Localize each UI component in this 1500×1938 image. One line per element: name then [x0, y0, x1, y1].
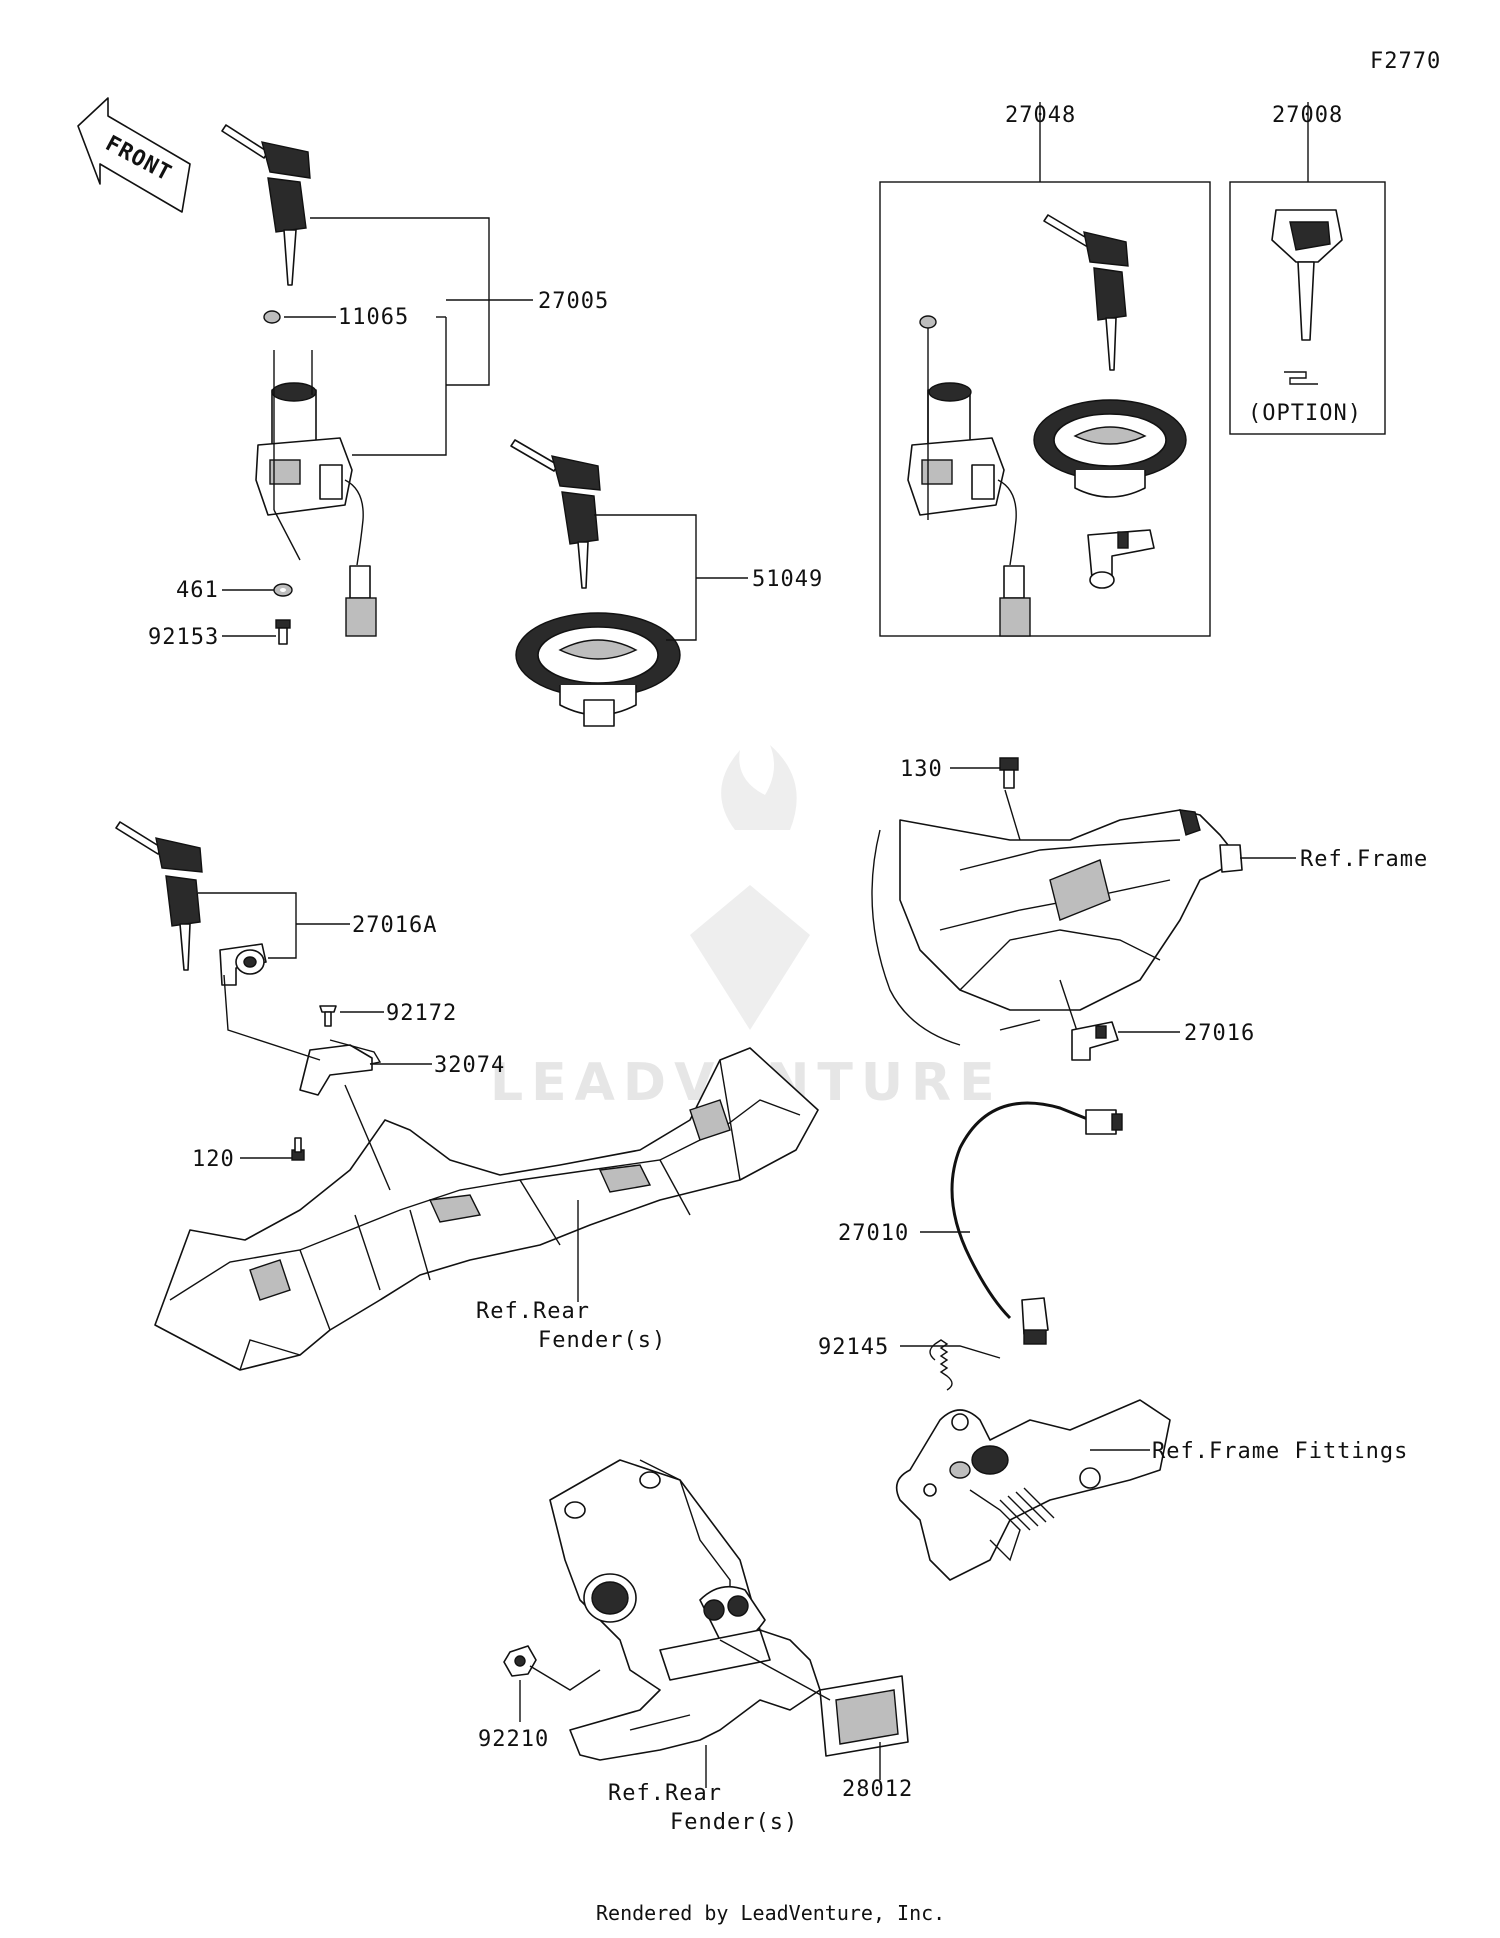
- option-label: (OPTION): [1248, 401, 1362, 426]
- callout-27008: 27008: [1272, 103, 1343, 128]
- ref-rear-fender-2-line1: Ref.Rear: [608, 1781, 722, 1806]
- ref-rear-fender-1-line2: Fender(s): [538, 1328, 666, 1353]
- watermark-flame-icon: [721, 745, 797, 830]
- front-arrow-icon: [77, 97, 191, 213]
- callout-461: 461: [176, 578, 219, 603]
- cable-27010: 27010 92145 Ref.Frame Fittings: [818, 1101, 1408, 1581]
- bracket-icon: [299, 1039, 382, 1096]
- license-bracket-group: 92210 28012 Ref.Rear Fender(s): [478, 1459, 913, 1835]
- key-icon: [221, 124, 311, 286]
- spring-icon: [929, 1339, 953, 1391]
- callout-92153: 92153: [148, 625, 219, 650]
- fuel-cap-icon: [1033, 399, 1187, 498]
- rear-fender-icon: [154, 1047, 819, 1371]
- key-icon: [510, 439, 601, 589]
- footer-credit: Rendered by LeadVenture, Inc.: [596, 1901, 945, 1925]
- callout-130: 130: [900, 757, 943, 782]
- washer-icon: [273, 583, 293, 597]
- callout-120: 120: [192, 1147, 235, 1172]
- key-icon: [1043, 214, 1129, 371]
- option-symbol-icon: [1284, 371, 1318, 385]
- option-key-27008: 27008 (OPTION): [1229, 102, 1386, 435]
- fuel-cap-icon: [515, 612, 681, 727]
- frame-icon: [871, 809, 1243, 1046]
- frame-seat-lock-27016: 130 Ref.Frame 27016: [871, 757, 1428, 1061]
- reflector-icon: [819, 1675, 909, 1757]
- ignition-switch-icon: [255, 310, 377, 637]
- frame-fittings-icon: [895, 1399, 1171, 1581]
- ref-frame-label: Ref.Frame: [1300, 847, 1428, 872]
- key-icon: [115, 821, 203, 971]
- callout-92145: 92145: [818, 1335, 889, 1360]
- set-frame: [879, 181, 1211, 637]
- bolt-icon: [999, 757, 1019, 789]
- license-bracket-icon: [549, 1459, 821, 1761]
- ref-rear-fender-2-line2: Fender(s): [670, 1810, 798, 1835]
- seat-lock-27016a: 27016A 92172 32074 120: [115, 821, 819, 1371]
- callout-92172: 92172: [386, 1001, 457, 1026]
- ignition-key-set: 11065 27005 461 92153: [148, 124, 609, 650]
- seat-lock-icon: [219, 943, 267, 986]
- screw-icon: [291, 1137, 305, 1161]
- front-arrow: FRONT: [77, 97, 191, 213]
- callout-92210: 92210: [478, 1727, 549, 1752]
- seat-lock-icon: [1087, 529, 1155, 589]
- screw-icon: [319, 1005, 337, 1027]
- lock-set-27048: 27048: [879, 102, 1211, 637]
- callout-32074: 32074: [434, 1053, 505, 1078]
- key-icon: [1271, 209, 1343, 341]
- watermark-v-icon: [690, 885, 810, 1030]
- callout-27010: 27010: [838, 1221, 909, 1246]
- nut-icon: [503, 1645, 537, 1677]
- screw-icon: [275, 619, 291, 645]
- callout-27005: 27005: [538, 289, 609, 314]
- seat-lock-icon: [1071, 1021, 1119, 1061]
- callout-51049: 51049: [752, 567, 823, 592]
- cable-icon: [950, 1101, 1123, 1345]
- callout-27016A: 27016A: [352, 913, 437, 938]
- option-frame: [1229, 181, 1386, 435]
- ref-rear-fender-1-line1: Ref.Rear: [476, 1299, 590, 1324]
- callout-28012: 28012: [842, 1777, 913, 1802]
- figure-id: F2770: [1370, 49, 1441, 74]
- callout-11065: 11065: [338, 305, 409, 330]
- callout-27016: 27016: [1184, 1021, 1255, 1046]
- ref-frame-fittings-label: Ref.Frame Fittings: [1152, 1439, 1408, 1464]
- ignition-switch-icon: [907, 315, 1031, 637]
- fuel-cap-set: 51049: [510, 439, 823, 727]
- callout-27048: 27048: [1005, 103, 1076, 128]
